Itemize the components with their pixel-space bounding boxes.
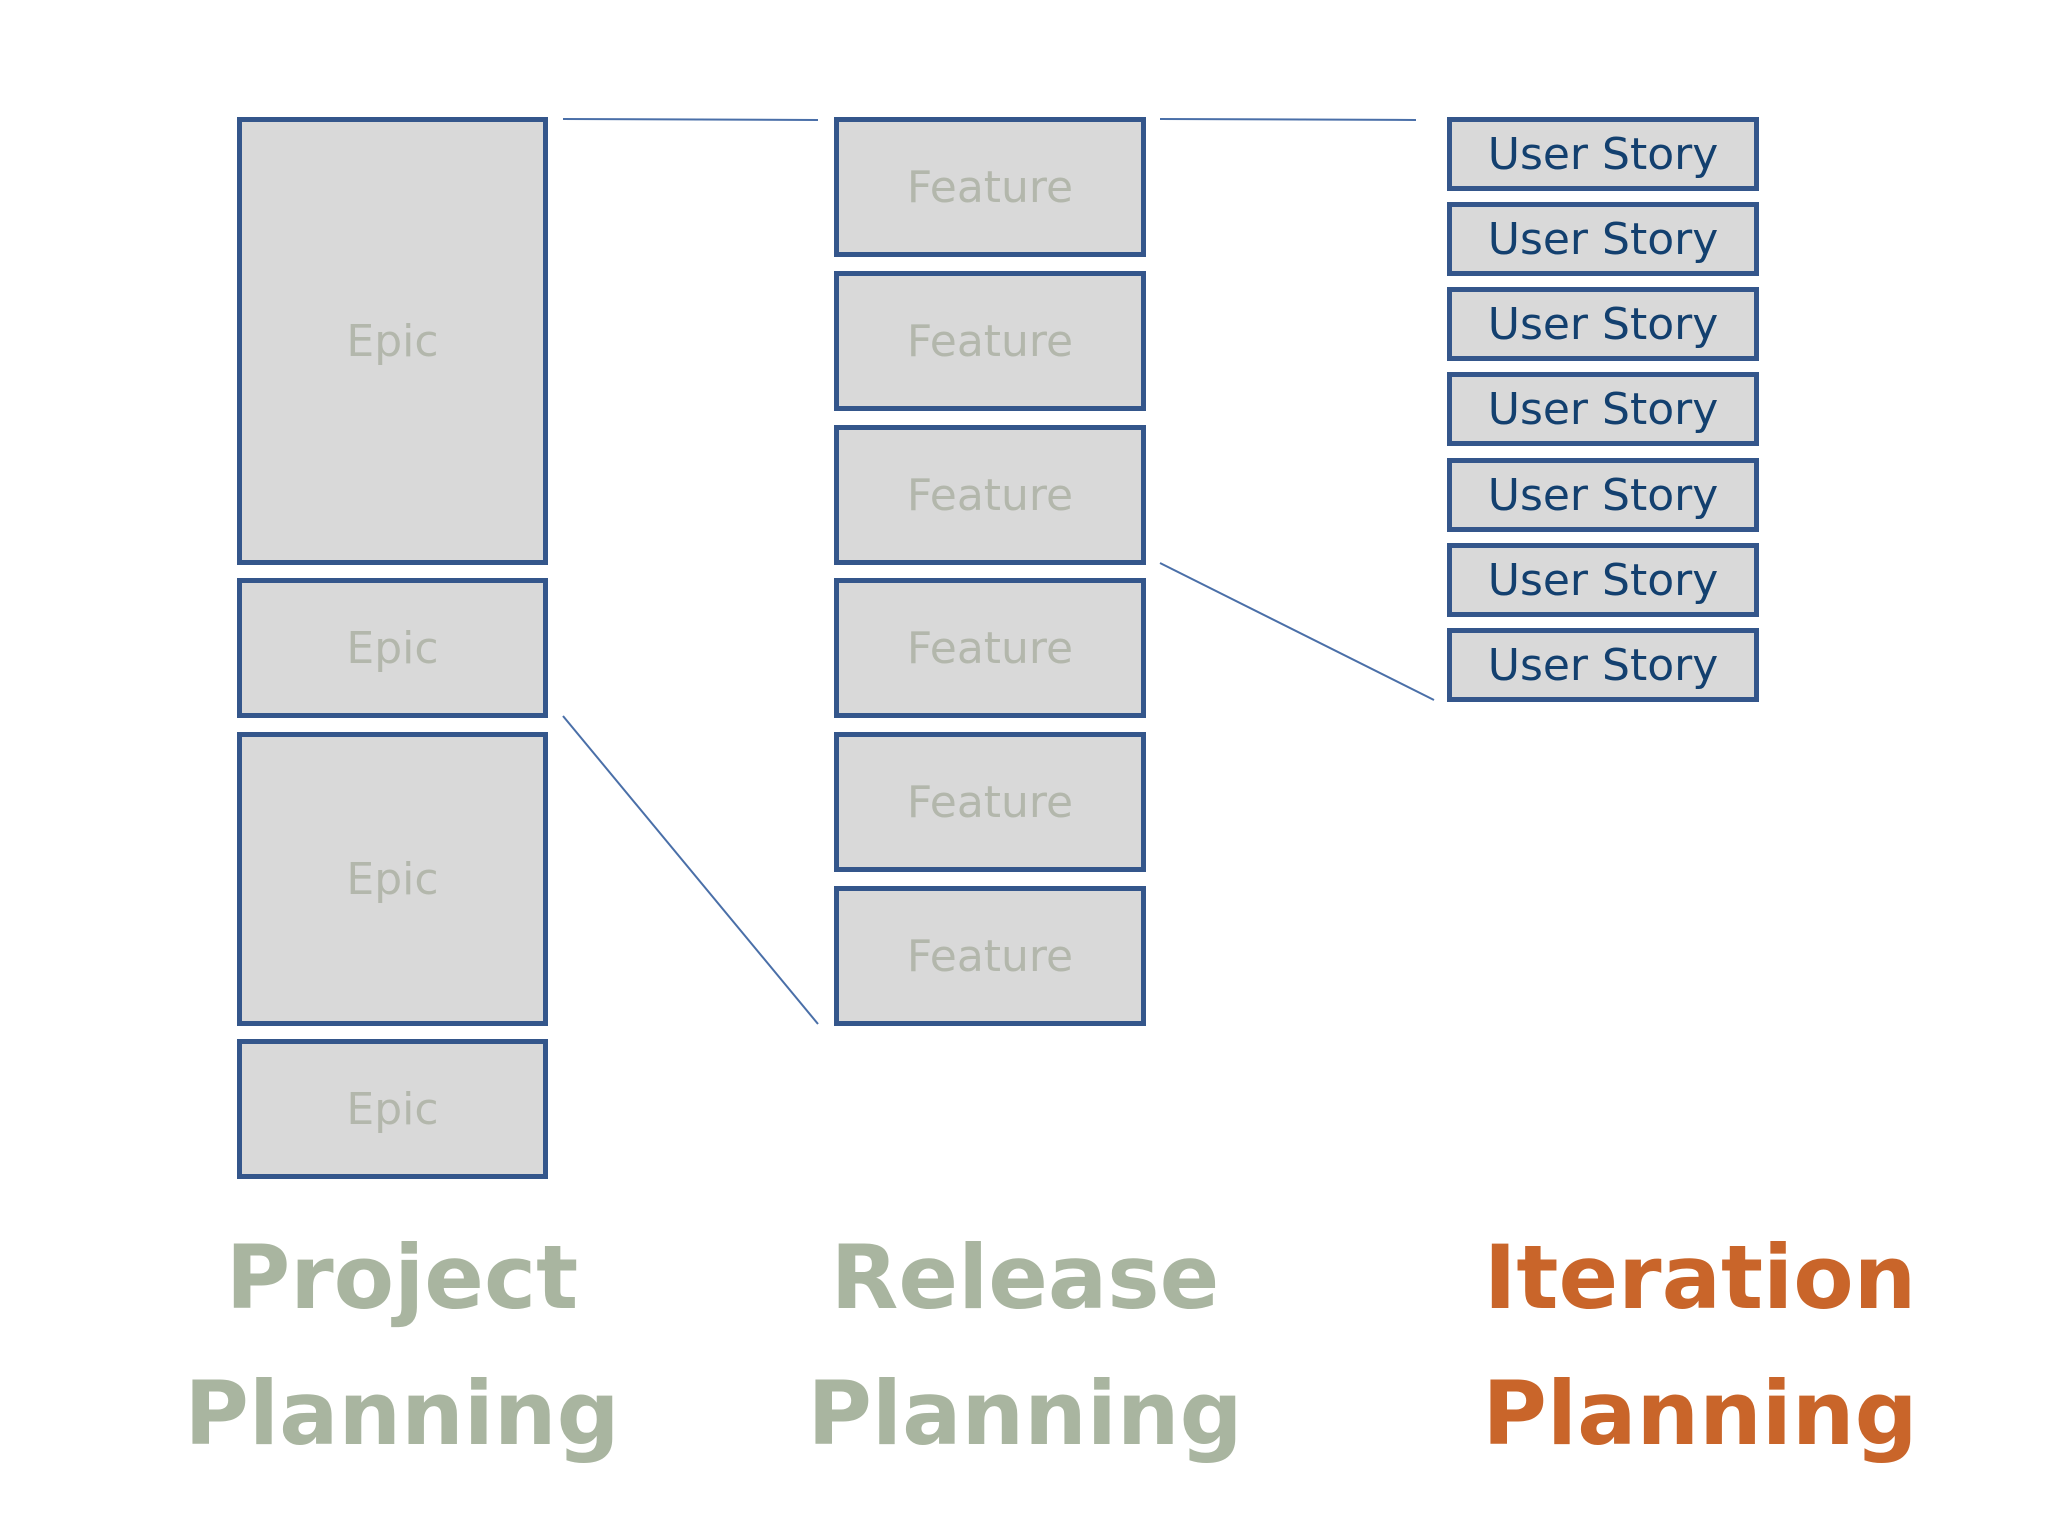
epic-box: Epic: [237, 1039, 548, 1179]
feature-box: Feature: [834, 732, 1146, 872]
user-story-box: User Story: [1447, 628, 1759, 702]
heading-line: Project: [225, 1226, 579, 1329]
user-story-box: User Story: [1447, 117, 1759, 191]
epic-box: Epic: [237, 732, 548, 1026]
epic-box: Epic: [237, 117, 548, 565]
connector-feature-bottom-to-stories-bottom: [1159, 562, 1435, 701]
user-story-box: User Story: [1447, 287, 1759, 361]
heading-line: Planning: [184, 1362, 620, 1465]
feature-box: Feature: [834, 578, 1146, 718]
heading-line: Planning: [807, 1362, 1243, 1465]
connector-epic-bottom-to-features-bottom: [562, 715, 819, 1025]
user-story-box: User Story: [1447, 543, 1759, 617]
user-story-box: User Story: [1447, 458, 1759, 532]
heading-line: Planning: [1482, 1362, 1918, 1465]
user-story-box: User Story: [1447, 202, 1759, 276]
release-planning-heading: Release Planning: [765, 1210, 1285, 1482]
heading-line: Iteration: [1483, 1226, 1917, 1329]
iteration-planning-heading: Iteration Planning: [1440, 1210, 1960, 1482]
connector-feature-top-to-stories-top: [1159, 118, 1417, 121]
user-story-box: User Story: [1447, 372, 1759, 446]
feature-box: Feature: [834, 271, 1146, 411]
epic-box: Epic: [237, 578, 548, 718]
heading-line: Release: [830, 1226, 1220, 1329]
feature-box: Feature: [834, 886, 1146, 1026]
feature-box: Feature: [834, 425, 1146, 565]
feature-box: Feature: [834, 117, 1146, 257]
connector-epic-top-to-features-top: [562, 118, 819, 121]
project-planning-heading: Project Planning: [142, 1210, 662, 1482]
